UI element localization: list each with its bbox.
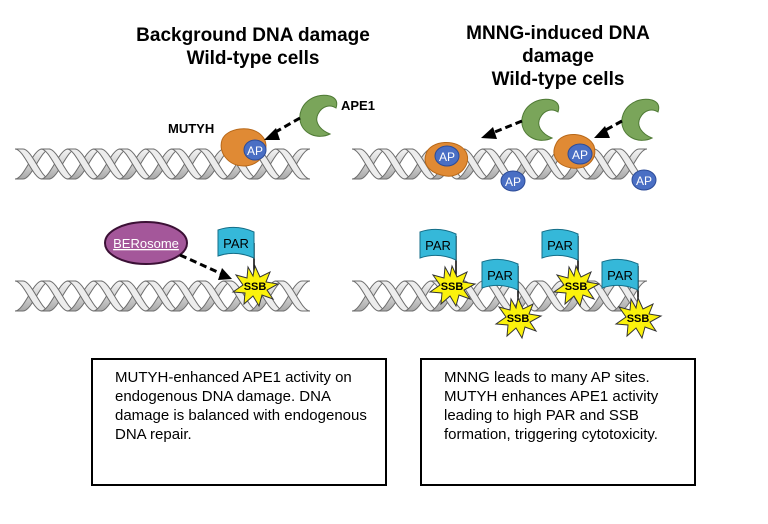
arrowhead (481, 127, 497, 139)
right-description-box: MNNG leads to many AP sites. MUTYH enhan… (420, 358, 696, 486)
ap-site-icon (567, 143, 593, 165)
bersome-oval-icon (104, 221, 188, 265)
par-label: PAR (547, 238, 573, 253)
ap-site-label: AP (636, 174, 652, 188)
ssb-label: SSB (627, 313, 650, 325)
right-title-line2: damage (522, 46, 594, 67)
ap-site-label: AP (439, 150, 455, 164)
par-flag-icon (481, 258, 519, 291)
ssb-label: SSB (244, 281, 267, 293)
left-title-line1: Background DNA damage (136, 25, 370, 46)
par-flag-icon (541, 228, 579, 261)
ap-site-label: AP (572, 148, 588, 162)
right-description-text: MNNG leads to many AP sites. MUTYH enhan… (444, 369, 659, 443)
arrowhead (264, 128, 280, 140)
ap-site-icon (500, 170, 526, 192)
ap-site-label: AP (247, 144, 263, 158)
dashed-arrow (601, 119, 623, 134)
right-title: MNNG-induced DNA damage Wild-type cells (418, 22, 698, 91)
ape1-pacman-icon (521, 98, 560, 141)
dna-helix-icon (351, 148, 648, 180)
ape1-pacman-icon (621, 98, 660, 141)
mutyh-label: MUTYH (168, 121, 215, 136)
ap-site-icon (243, 139, 267, 161)
ape1-pacman-icon (299, 94, 338, 137)
left-title-line2: Wild-type cells (186, 48, 320, 69)
left-description-text: MUTYH-enhanced APE1 activity on endogeno… (115, 369, 367, 443)
par-label: PAR (487, 268, 513, 283)
dashed-arrow (489, 119, 523, 136)
arrowhead (594, 126, 610, 138)
ape1-label: APE1 (341, 98, 375, 113)
par-flag-icon (601, 258, 639, 291)
ssb-label: SSB (507, 313, 530, 325)
ap-site-label: AP (505, 175, 521, 189)
bersome-label: BERosome (113, 236, 179, 251)
ap-site-icon (631, 169, 657, 191)
left-title: Background DNA damage Wild-type cells (98, 24, 408, 70)
ssb-label: SSB (565, 281, 588, 293)
par-flag-icon (419, 228, 457, 261)
par-label: PAR (607, 268, 633, 283)
par-label: PAR (425, 238, 451, 253)
dashed-arrow (179, 253, 223, 276)
par-label: PAR (223, 236, 249, 251)
par-flag-icon (217, 226, 255, 259)
right-title-line1: MNNG-induced DNA (466, 23, 650, 44)
ap-site-icon (434, 145, 460, 167)
right-title-line3: Wild-type cells (491, 69, 625, 90)
arrowhead (218, 268, 232, 280)
ssb-label: SSB (441, 281, 464, 293)
left-description-box: MUTYH-enhanced APE1 activity on endogeno… (91, 358, 387, 486)
